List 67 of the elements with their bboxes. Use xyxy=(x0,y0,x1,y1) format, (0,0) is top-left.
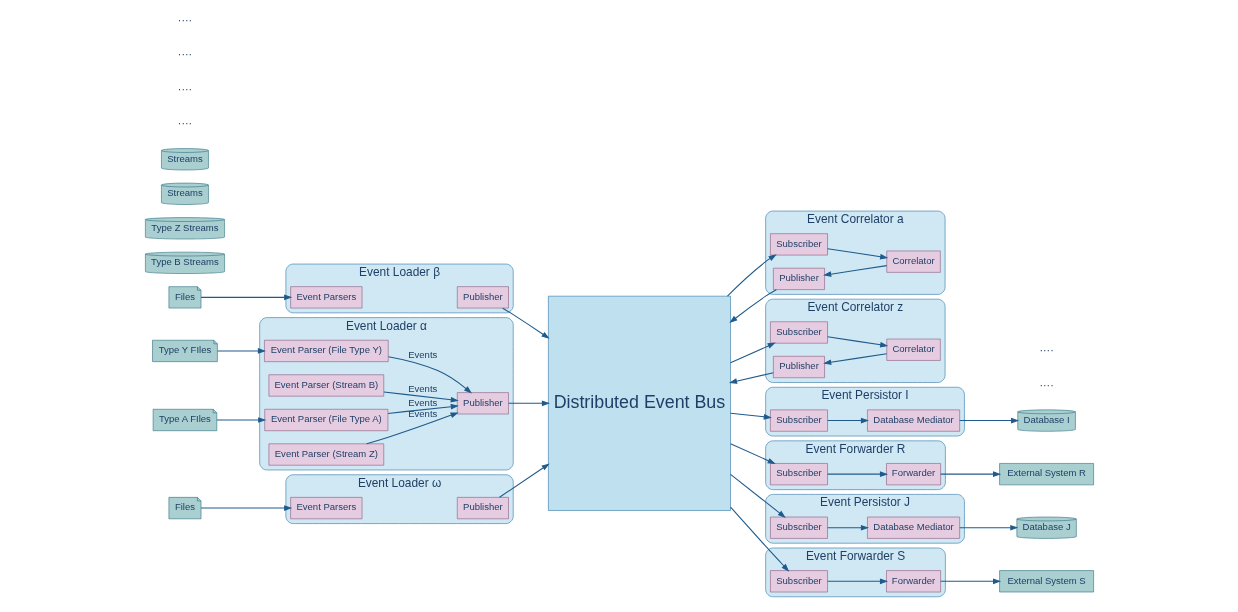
arrow xyxy=(826,524,869,531)
arrow xyxy=(729,473,786,518)
node-box: Subscriber xyxy=(769,463,828,486)
node-box: Event Parsers xyxy=(289,497,362,520)
arrow xyxy=(826,471,888,477)
arrow xyxy=(826,578,888,585)
arrow xyxy=(822,353,887,365)
arrow xyxy=(501,307,550,339)
arrow xyxy=(387,403,459,414)
edge-label: Events xyxy=(407,382,437,394)
arrow xyxy=(939,471,1001,477)
arrow xyxy=(215,417,266,423)
arrow xyxy=(822,265,887,277)
node-box: Database Mediator xyxy=(866,516,960,539)
arrow xyxy=(729,443,776,465)
arrow xyxy=(382,391,459,403)
arrow xyxy=(507,400,550,407)
arrow xyxy=(365,412,459,445)
arrow xyxy=(387,356,472,394)
node-box: External System R xyxy=(998,463,1094,486)
node-box: Publisher xyxy=(456,286,509,309)
arrow xyxy=(958,417,1019,424)
node-box: Forwarder xyxy=(885,463,941,486)
label: ···· xyxy=(177,48,192,61)
edge-label: Events xyxy=(407,396,437,408)
node-box: Publisher xyxy=(456,497,509,520)
arrow xyxy=(729,342,776,364)
node-box: Subscriber xyxy=(769,233,828,256)
node-box: Subscriber xyxy=(769,570,828,593)
node-box: Distributed Event Bus xyxy=(547,295,731,511)
edge-label: Events xyxy=(407,408,437,420)
arrow xyxy=(200,294,292,301)
node-box: Subscriber xyxy=(769,321,828,344)
arrow xyxy=(726,254,777,297)
arrow xyxy=(200,505,292,511)
node-box: Event Parsers xyxy=(289,286,362,309)
arrow xyxy=(958,524,1018,531)
arrow xyxy=(728,289,777,324)
arrow xyxy=(826,248,888,260)
node-box: Forwarder xyxy=(885,570,941,593)
arrow xyxy=(826,417,869,424)
label: ···· xyxy=(1038,344,1054,357)
node-box: Database Mediator xyxy=(866,409,960,432)
arrow xyxy=(498,463,550,498)
node-box: Subscriber xyxy=(769,516,828,539)
arrow xyxy=(216,348,266,354)
node-box: Event Parser (File Type Y) xyxy=(263,339,389,362)
node-box: Event Parser (Stream Z) xyxy=(268,443,384,466)
label: ···· xyxy=(177,13,192,26)
label: ···· xyxy=(177,82,192,95)
arrow xyxy=(728,372,774,384)
node-box: External System S xyxy=(998,570,1094,593)
node-box: Publisher xyxy=(772,267,825,290)
arrow xyxy=(826,336,888,348)
node-box: Publisher xyxy=(456,392,509,415)
arrow xyxy=(729,412,772,420)
node-box: Event Parser (File Type A) xyxy=(263,408,388,431)
edge-label: Events xyxy=(407,348,437,360)
node-box: Event Parser (Stream B) xyxy=(268,374,384,397)
arrow xyxy=(939,578,1001,585)
node-box: Correlator xyxy=(885,338,941,361)
node-box: Publisher xyxy=(772,356,825,379)
arrow xyxy=(729,506,789,572)
label: ···· xyxy=(1038,378,1054,391)
label: ···· xyxy=(177,117,192,130)
node-box: Correlator xyxy=(885,250,941,273)
node-box: Subscriber xyxy=(769,409,828,432)
